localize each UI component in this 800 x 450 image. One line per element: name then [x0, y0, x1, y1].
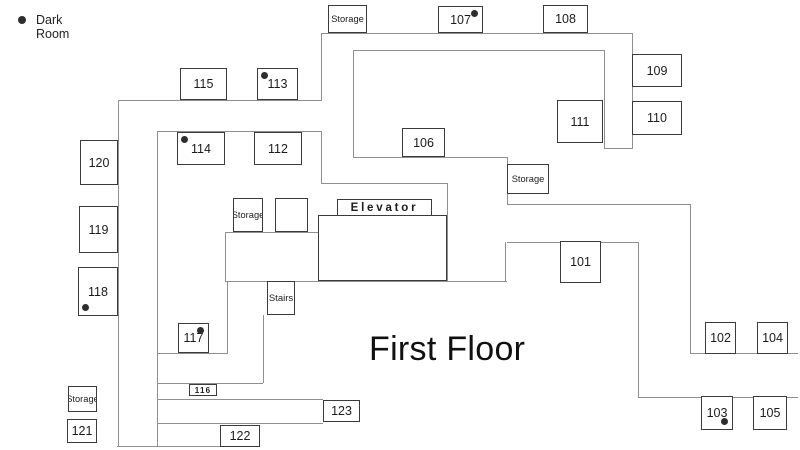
room-116: 116 — [189, 384, 217, 396]
wall-segment — [118, 100, 322, 102]
room-120: 120 — [80, 140, 118, 185]
storage-bottom-left: Storage — [68, 386, 97, 412]
wall-segment — [157, 383, 263, 385]
wall-segment — [227, 281, 229, 353]
room-123: 123 — [323, 400, 360, 422]
legend-label: Dark Room — [36, 13, 70, 41]
floor-title: First Floor — [369, 330, 526, 368]
wall-segment — [117, 446, 223, 448]
wall-segment — [505, 242, 507, 282]
wall-segment — [225, 281, 507, 283]
wall-segment — [321, 183, 447, 185]
room-109: 109 — [632, 54, 682, 87]
wall-segment — [157, 131, 159, 446]
room-115: 115 — [180, 68, 227, 100]
wall-segment — [157, 353, 228, 355]
room-119: 119 — [79, 206, 118, 253]
wall-segment — [353, 50, 355, 157]
storage-center: Storage — [233, 198, 263, 232]
dark-room-dot-icon — [181, 136, 188, 143]
room-113: 113 — [257, 68, 298, 100]
dark-room-dot-icon — [197, 327, 204, 334]
dark-room-dot-icon — [721, 418, 728, 425]
dark-room-dot-icon — [471, 10, 478, 17]
room-103: 103 — [701, 396, 733, 430]
wall-segment — [447, 183, 449, 281]
wall-segment — [321, 33, 632, 35]
wall-segment — [632, 33, 634, 148]
wall-segment — [690, 353, 798, 355]
stairs: Stairs — [267, 281, 295, 315]
room-117: 117 — [178, 323, 209, 353]
wall-segment — [353, 50, 604, 52]
room-121: 121 — [67, 419, 97, 443]
room-104: 104 — [757, 322, 788, 354]
wall-segment — [604, 148, 633, 150]
wall-segment — [263, 315, 265, 383]
wall-segment — [353, 157, 507, 159]
room-114: 114 — [177, 132, 225, 165]
wall-segment — [118, 100, 120, 446]
elevator-shaft — [318, 215, 447, 281]
wall-segment — [638, 242, 640, 397]
wall-segment — [321, 33, 323, 100]
room-102: 102 — [705, 322, 736, 354]
wall-segment — [225, 232, 318, 234]
room-108: 108 — [543, 5, 588, 33]
room-111: 111 — [557, 100, 603, 143]
wall-segment — [225, 232, 227, 281]
wall-segment — [604, 50, 606, 148]
dark-room-dot-icon — [261, 72, 268, 79]
room-122: 122 — [220, 425, 260, 447]
room-101: 101 — [560, 241, 601, 283]
room-112: 112 — [254, 132, 302, 165]
wall-segment — [157, 131, 322, 133]
dark-room-dot-icon — [18, 16, 26, 24]
wall-segment — [157, 399, 323, 401]
room-110: 110 — [632, 101, 682, 135]
wall-segment — [690, 204, 692, 354]
wall-segment — [507, 204, 690, 206]
elevator-label: Elevator — [337, 199, 432, 216]
dark-room-dot-icon — [82, 304, 89, 311]
unlabeled-box — [275, 198, 308, 232]
wall-segment — [321, 131, 323, 183]
room-105: 105 — [753, 396, 787, 430]
storage-top: Storage — [328, 5, 367, 33]
storage-right: Storage — [507, 164, 549, 194]
room-106: 106 — [402, 128, 445, 157]
wall-segment — [157, 423, 323, 425]
